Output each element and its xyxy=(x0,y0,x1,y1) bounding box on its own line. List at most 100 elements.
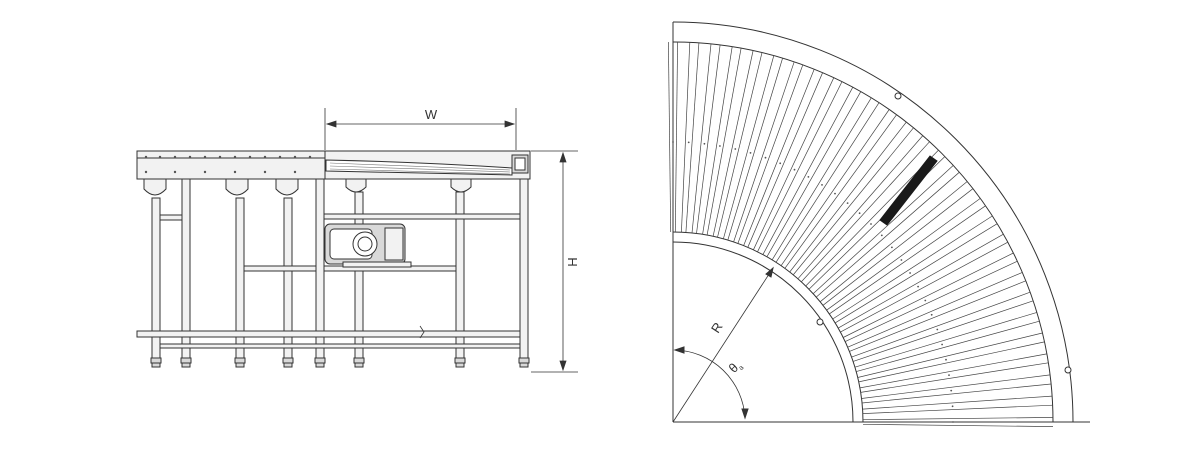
roller-line xyxy=(727,57,783,241)
roller-marker xyxy=(779,162,782,165)
roller-line xyxy=(826,198,981,311)
roller-line xyxy=(832,215,993,320)
roller-line xyxy=(838,233,1004,329)
roller-marker xyxy=(672,141,674,143)
angle-label: θa xyxy=(726,357,746,377)
roller-line xyxy=(743,69,815,246)
support-brackets xyxy=(143,178,472,196)
roller-line xyxy=(847,272,1023,348)
roller-line xyxy=(840,241,1008,333)
roller-line xyxy=(862,417,1054,421)
roller-marker xyxy=(941,343,943,346)
height-dimension xyxy=(531,150,578,373)
roller-line xyxy=(822,188,974,306)
roller-line xyxy=(829,205,986,315)
roller-line xyxy=(691,43,712,234)
straight-section-frame xyxy=(136,150,326,180)
roller-line xyxy=(712,50,754,237)
roller-line xyxy=(862,423,1054,427)
angle-subscript: a xyxy=(738,364,746,372)
roller-marker xyxy=(846,202,849,205)
roller-marker xyxy=(948,374,950,376)
roller-line xyxy=(757,81,843,252)
roller-marker xyxy=(909,272,911,274)
roller-marker xyxy=(924,299,927,302)
roller-marker xyxy=(807,176,810,178)
roller-line xyxy=(780,109,890,266)
roller-line xyxy=(797,135,924,280)
roller-marker xyxy=(834,192,836,195)
radius-label: R xyxy=(708,320,726,336)
height-label: H xyxy=(565,257,580,266)
plan-view: R θa xyxy=(668,21,1090,427)
roller-marker xyxy=(719,145,721,147)
roller-marker xyxy=(870,223,872,225)
leveling-feet xyxy=(150,357,530,368)
roller-line xyxy=(854,312,1038,368)
roller-marker xyxy=(930,313,933,316)
outer-rail-outline xyxy=(672,21,1074,423)
roller-line xyxy=(861,374,1051,399)
roller-line xyxy=(851,291,1031,358)
roller-marker xyxy=(945,358,947,361)
roller-line xyxy=(753,77,835,250)
roller-marker xyxy=(821,184,823,186)
curve-roller-lines xyxy=(329,162,511,175)
roller-marker xyxy=(858,212,861,215)
roller-line xyxy=(762,87,854,255)
roller-line xyxy=(681,42,691,233)
roller-marker xyxy=(880,234,883,237)
roller-line xyxy=(737,64,804,244)
roller-marker xyxy=(734,148,737,150)
width-label: W xyxy=(425,107,438,122)
curve-rollers xyxy=(668,41,1054,427)
cross-braces xyxy=(136,213,521,349)
roller-line xyxy=(674,41,678,233)
rail-markers xyxy=(816,92,1072,374)
roller-line xyxy=(706,48,742,236)
radius-line xyxy=(672,267,774,423)
roller-line xyxy=(717,52,763,238)
width-dimension xyxy=(324,108,517,150)
roller-marker xyxy=(917,285,919,288)
roller-line xyxy=(862,404,1053,414)
curve-roller-profile xyxy=(325,159,513,176)
roller-line xyxy=(856,320,1040,372)
roller-line xyxy=(696,44,721,234)
roller-marker xyxy=(950,389,953,392)
outer-rail-inner xyxy=(672,41,1054,423)
roller-marker xyxy=(687,141,690,144)
highlighted-roller xyxy=(879,155,938,226)
roller-line xyxy=(858,341,1045,383)
roller-line xyxy=(834,223,998,324)
roller-line xyxy=(784,114,897,269)
roller-line xyxy=(859,353,1047,389)
roller-line xyxy=(702,46,733,235)
roller-marker xyxy=(891,246,893,249)
roller-line xyxy=(747,72,823,248)
roller-line xyxy=(789,121,907,273)
roller-marker xyxy=(936,328,939,331)
roller-line xyxy=(775,102,880,263)
side-elevation-view: W H xyxy=(136,107,580,373)
roller-marker xyxy=(764,156,767,159)
roller-marker xyxy=(793,168,796,171)
inner-rail-inner xyxy=(672,241,854,423)
roller-line xyxy=(723,55,775,239)
frame-bolt-holes xyxy=(144,155,312,174)
brace-clip xyxy=(419,325,425,339)
roller-marker xyxy=(952,421,954,423)
roller-line xyxy=(862,395,1053,410)
roller-line xyxy=(843,252,1014,338)
roller-line xyxy=(685,42,700,233)
roller-line xyxy=(857,332,1043,378)
roller-line xyxy=(819,181,968,303)
roller-line xyxy=(792,127,914,276)
roller-line xyxy=(733,61,795,243)
roller-line xyxy=(852,300,1034,362)
roller-line xyxy=(815,171,960,298)
roller-line xyxy=(812,165,954,294)
roller-line xyxy=(861,383,1052,404)
roller-line xyxy=(771,97,872,261)
